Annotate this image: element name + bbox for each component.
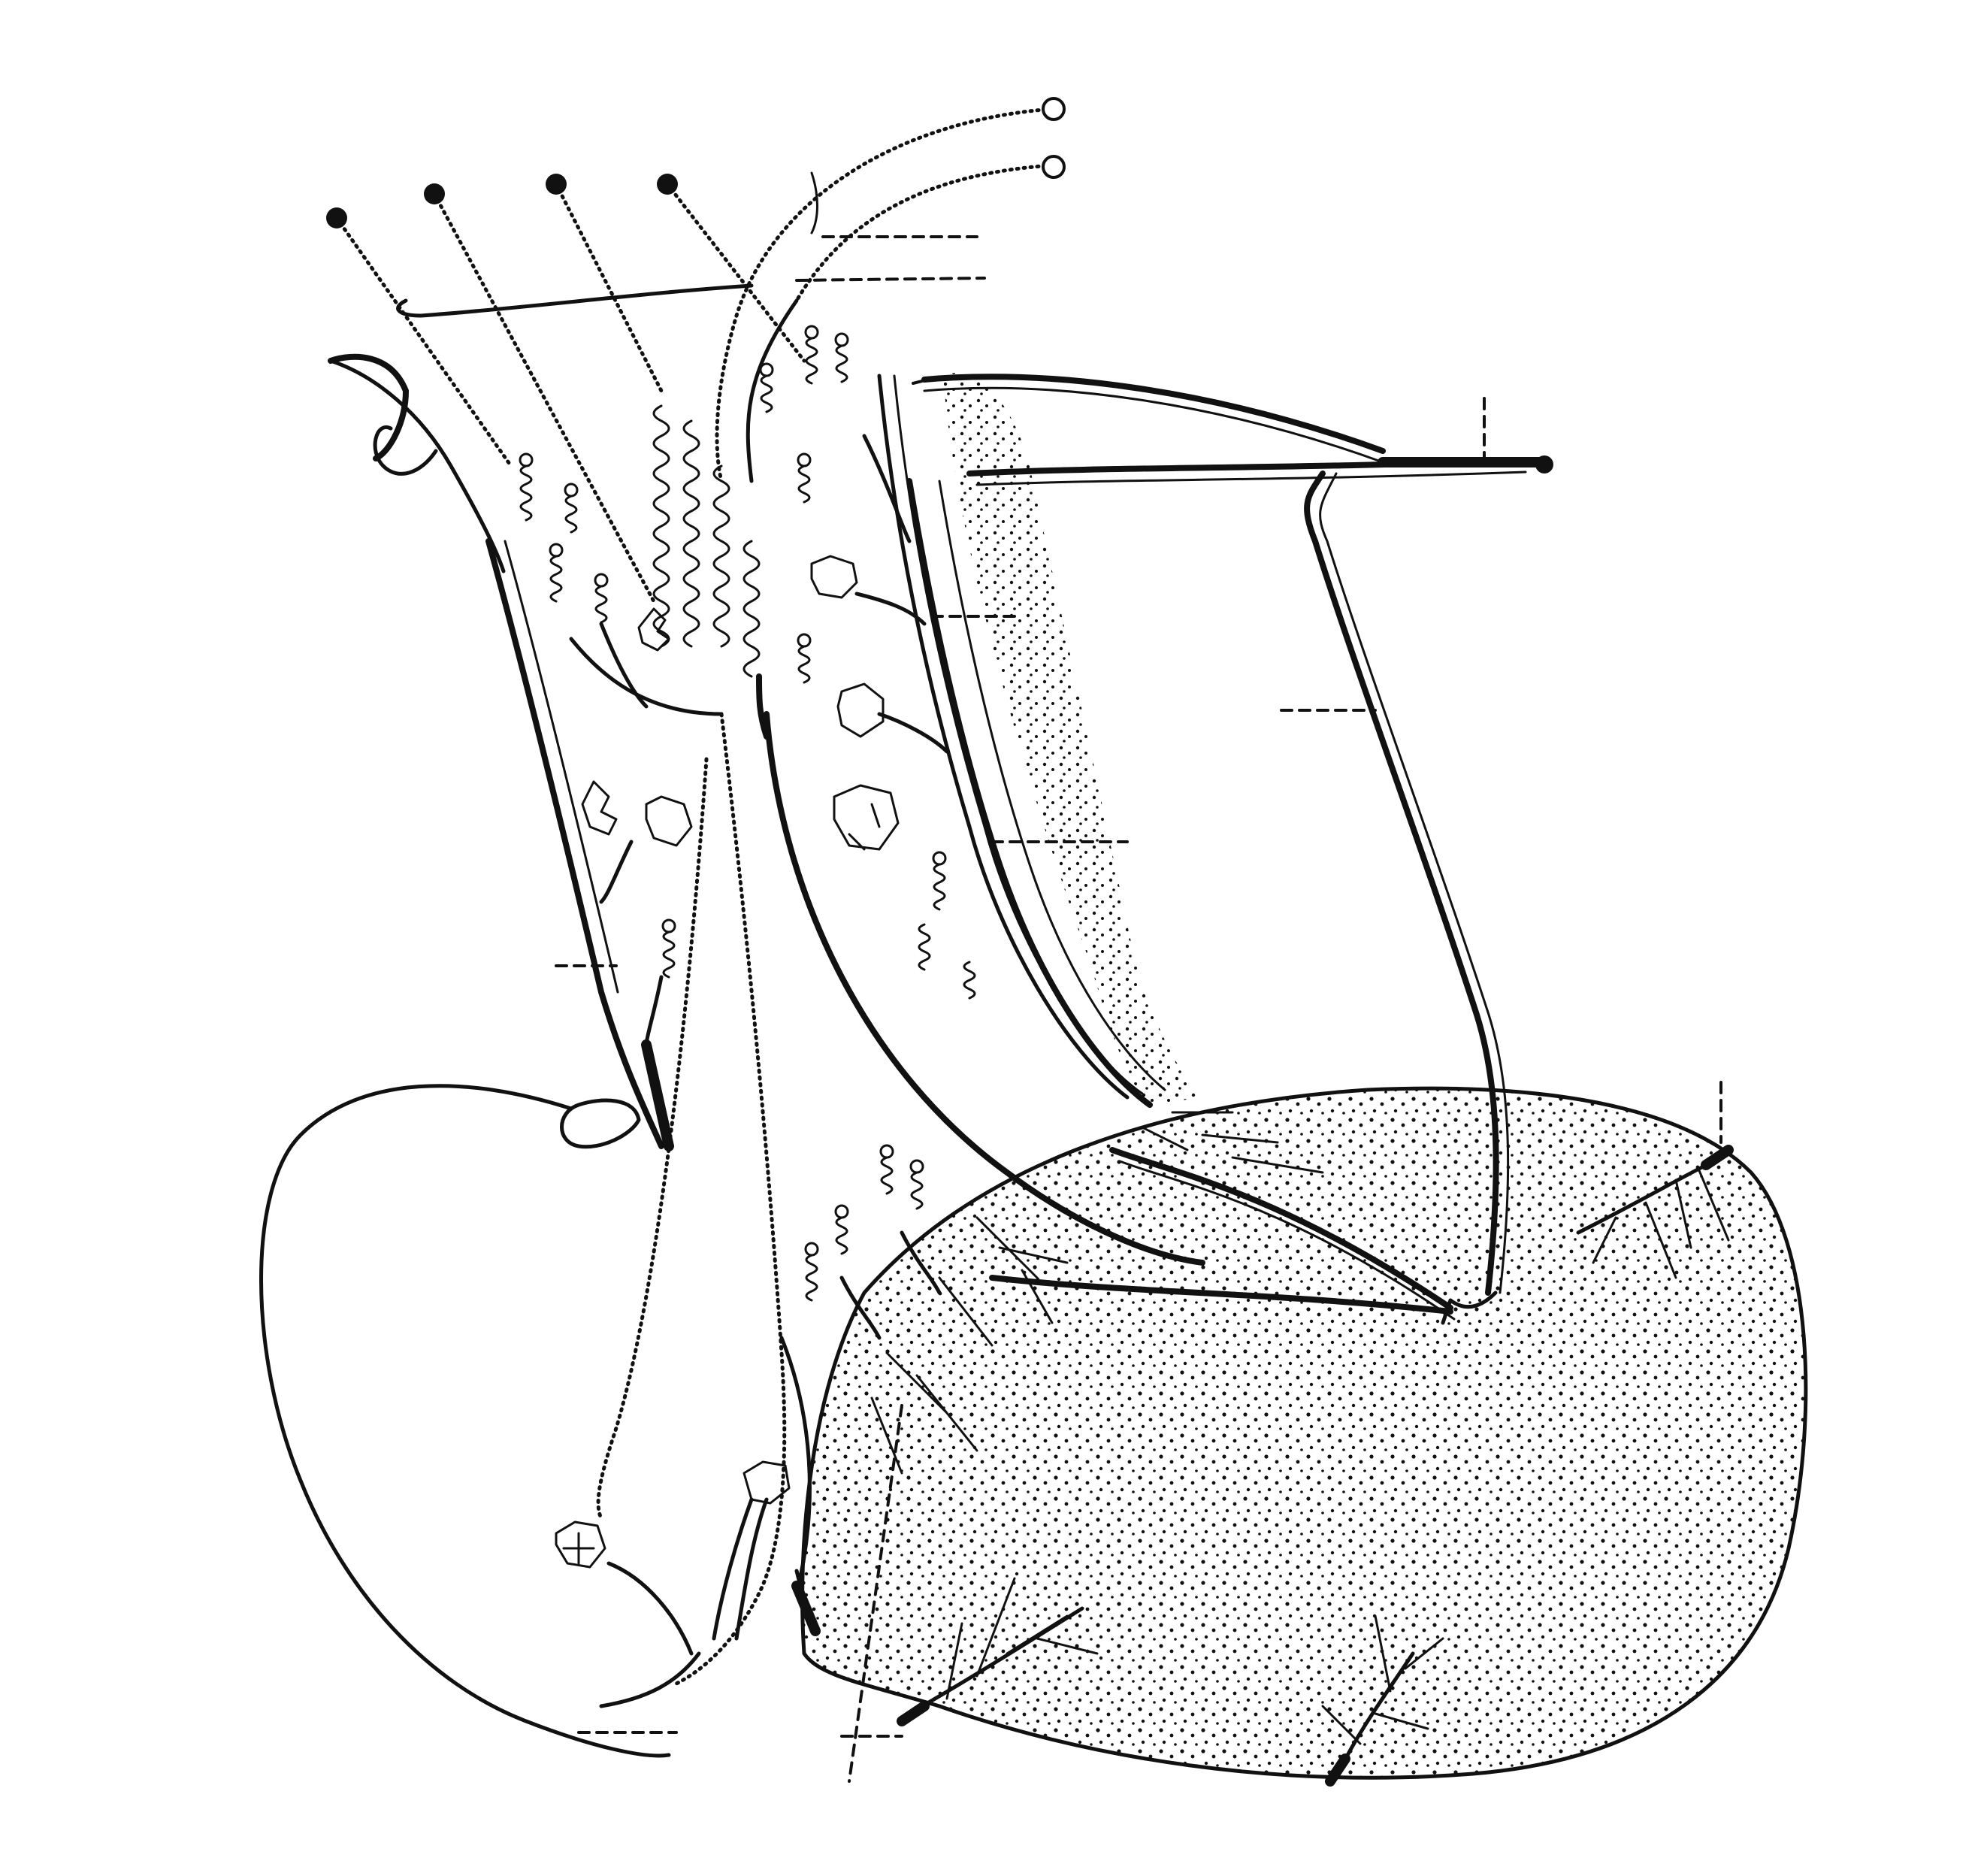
small-vesicle: [560, 1039, 674, 1151]
stippled-band: [943, 373, 1202, 1106]
hook-curve: [328, 353, 409, 461]
right-glomeruli: [759, 325, 976, 1000]
label-leaders: [555, 235, 1722, 1783]
lower-left-glands: [555, 1460, 791, 1708]
coiled-gland-column: [652, 404, 770, 740]
left-glomeruli: [519, 452, 724, 1047]
pointer-pin: [1042, 155, 1066, 179]
rectangular-vessel-loop: [921, 374, 1553, 1325]
left-thin-tube: [328, 359, 664, 1149]
organ-branches: [870, 1111, 1734, 1787]
pointer-pin: [1042, 97, 1066, 121]
pointer-pins: [326, 97, 1066, 604]
leader-line: [795, 277, 986, 282]
left-oval-outline: [259, 1084, 671, 1758]
leader-line: [912, 378, 930, 385]
lower-glomeruli: [804, 1144, 942, 1340]
transverse-loop: [396, 283, 754, 318]
left-descending-duct: [596, 712, 821, 1686]
leader-line: [848, 1404, 903, 1783]
